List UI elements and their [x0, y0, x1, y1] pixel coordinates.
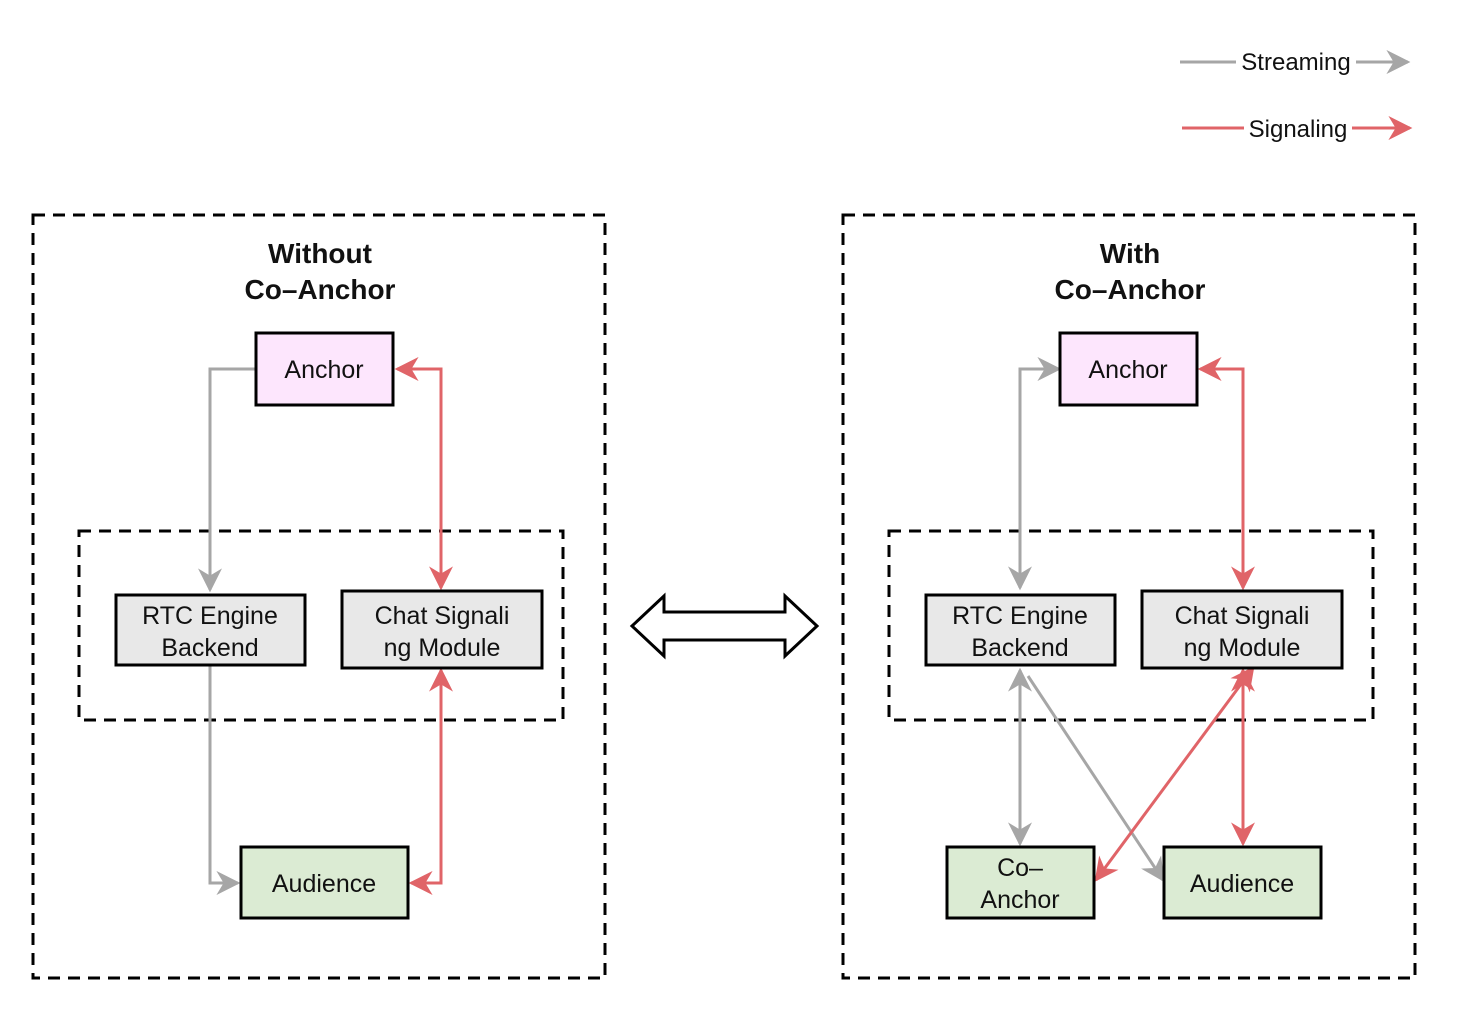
chat-label-line1: Chat Signali [1175, 602, 1310, 630]
anchor-label: Anchor [284, 356, 363, 384]
panel-border [31, 213, 607, 980]
panel-border [841, 213, 1417, 980]
rtc-engine-backend-node: RTC Engine Backend [924, 593, 1117, 667]
edge-anchor-chat-signal [1197, 357, 1255, 591]
legend-signaling-label: Signaling [1249, 116, 1348, 143]
audience-node: Audience [1162, 845, 1323, 920]
double-headed-arrow-icon [629, 592, 820, 660]
panel-title-line1: With [1100, 238, 1160, 269]
panel-title-line1: Without [268, 238, 372, 269]
rtc-engine-backend-node: RTC Engine Backend [114, 593, 307, 667]
rtc-label-line2: Backend [161, 634, 258, 662]
anchor-node: Anchor [254, 331, 395, 407]
panel-title-line2: Co–Anchor [245, 274, 396, 305]
chat-label-line2: ng Module [1184, 634, 1301, 662]
audience-node: Audience [239, 845, 410, 920]
legend-streaming-label: Streaming [1241, 49, 1350, 76]
edge-chat-coanchor-signal [1094, 666, 1255, 882]
edge-anchor-rtc-stream [1008, 357, 1062, 591]
chat-signaling-module-node: Chat Signali ng Module [340, 589, 544, 670]
backend-group-border [887, 529, 1375, 722]
chat-label-line1: Chat Signali [375, 602, 510, 630]
panel-title-line2: Co–Anchor [1055, 274, 1206, 305]
panel-with-co-anchor: With Co–Anchor Anchor RTC Engine Backend… [841, 213, 1417, 980]
edge-anchor-to-rtc [198, 367, 256, 593]
chat-label-line2: ng Module [384, 634, 501, 662]
audience-label: Audience [272, 870, 376, 898]
rtc-label-line1: RTC Engine [142, 602, 278, 630]
chat-signaling-module-node: Chat Signali ng Module [1140, 589, 1344, 670]
panel-without-co-anchor: Without Co–Anchor Anchor RTC Engine Back… [31, 213, 607, 980]
coanchor-label-line1: Co– [997, 854, 1043, 882]
anchor-node: Anchor [1058, 331, 1199, 407]
anchor-label: Anchor [1088, 356, 1167, 384]
rtc-label-line1: RTC Engine [952, 602, 1088, 630]
co-anchor-node: Co– Anchor [945, 845, 1096, 920]
edge-rtc-to-audience [208, 666, 241, 895]
edge-anchor-chat-signal [394, 357, 453, 591]
audience-label: Audience [1190, 870, 1294, 898]
coanchor-label-line2: Anchor [980, 886, 1059, 914]
rtc-label-line2: Backend [971, 634, 1068, 662]
edge-chat-audience-signal [408, 667, 453, 895]
backend-group-border [77, 529, 565, 722]
legend: Streaming Signaling [1180, 46, 1413, 143]
